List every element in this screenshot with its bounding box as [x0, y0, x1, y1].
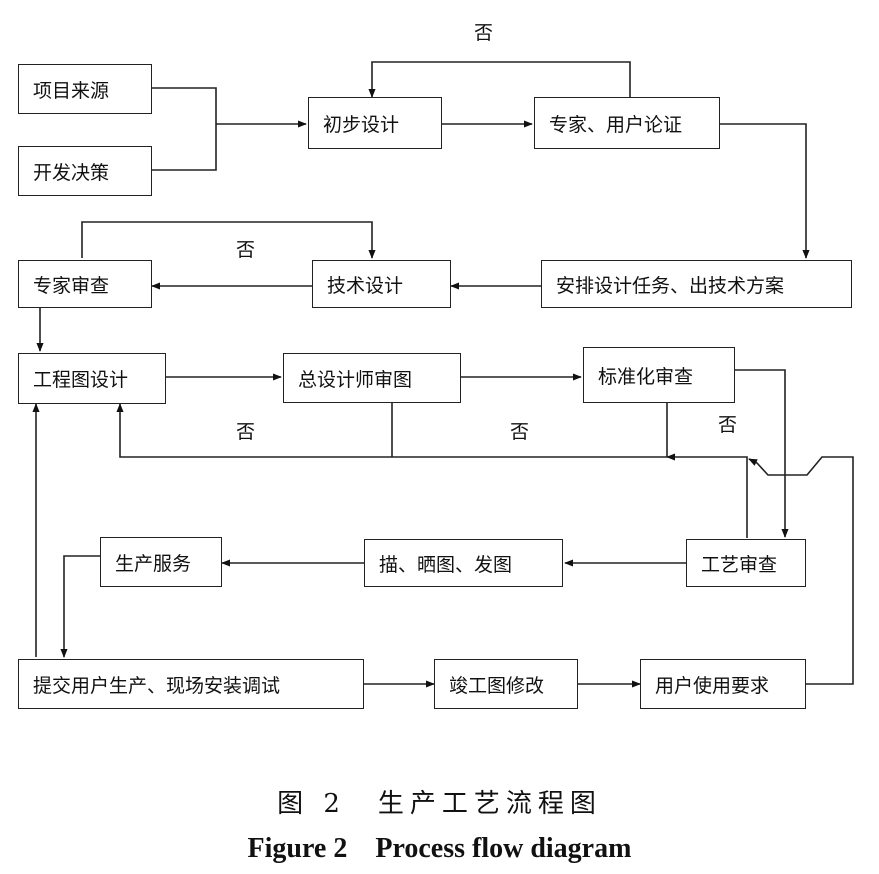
node-arrange-tasks: 安排设计任务、出技术方案 [541, 260, 852, 308]
edge-source-merge [152, 87, 217, 171]
node-trace-print: 描、晒图、发图 [364, 539, 563, 587]
node-user-requirements: 用户使用要求 [640, 659, 806, 709]
edge-standard-to-process [735, 369, 789, 538]
node-technical-design: 技术设计 [312, 260, 451, 308]
label-no-review: 否 [474, 22, 494, 44]
node-submit-user: 提交用户生产、现场安装调试 [18, 659, 364, 709]
edge-service-to-submit [60, 555, 100, 658]
node-preliminary-design: 初步设计 [308, 97, 442, 149]
node-chief-designer-review: 总设计师审图 [283, 353, 461, 403]
edge-user-feedback [748, 456, 854, 685]
label-no-standard: 否 [718, 414, 738, 436]
node-process-review: 工艺审查 [686, 539, 806, 587]
node-as-built-revision: 竣工图修改 [434, 659, 578, 709]
node-dev-decision: 开发决策 [18, 146, 152, 196]
edge-feedback-bus [116, 403, 667, 458]
node-expert-user-review: 专家、用户论证 [534, 97, 720, 149]
node-standardization-review: 标准化审查 [583, 347, 735, 403]
figure-caption-zh: 图 2 生产工艺流程图 [277, 789, 602, 819]
edge-review-to-arrange [720, 123, 810, 259]
node-production-service: 生产服务 [100, 537, 222, 587]
edge-review-no-loop [368, 61, 631, 98]
node-project-source: 项目来源 [18, 64, 152, 114]
edge-process-no [666, 453, 748, 538]
label-no-chief: 否 [510, 421, 530, 443]
label-no-expert: 否 [236, 239, 256, 261]
node-engineering-drawing: 工程图设计 [18, 353, 166, 404]
node-expert-review: 专家审查 [18, 260, 152, 308]
figure-caption-en: Figure 2 Process flow diagram [247, 833, 632, 864]
label-no-drawing: 否 [236, 421, 256, 443]
edge-expert-no-loop [81, 221, 376, 259]
